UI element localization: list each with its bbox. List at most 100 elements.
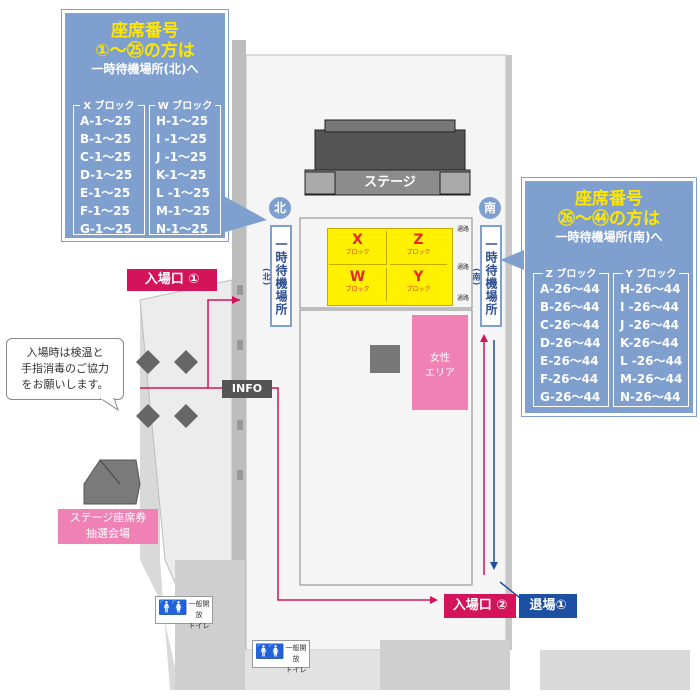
- toilet-2-line2: トイレ: [285, 666, 307, 674]
- notice-bubble-tail: [100, 398, 119, 412]
- lottery-tent: [83, 459, 141, 505]
- south-circle: 南: [479, 197, 501, 219]
- notice-bubble: 入場時は検温と 手指消毒のご協力 をお願いします。: [6, 338, 124, 400]
- seat-row: L -1〜25: [156, 186, 210, 200]
- north-waiting-label: 一時待機場所: [274, 238, 288, 316]
- toilet-2-line1: 一般開放: [285, 644, 307, 663]
- south-col-z: Z ブロック A-26〜44 B-26〜44 C-26〜44 D-26〜44 E…: [533, 269, 609, 407]
- info-booth: INFO: [222, 380, 272, 398]
- standing-outline: [299, 309, 473, 586]
- gate-shapes: [136, 350, 198, 428]
- toilet-female-icon: 🚺: [170, 600, 188, 616]
- seat-row: M-26〜44: [620, 372, 683, 386]
- south-waiting-area: 一時待機場所 (南): [472, 225, 502, 327]
- north-waiting-area: 一時待機場所 (北): [262, 225, 292, 327]
- block-y-sub: ブロック: [406, 286, 431, 293]
- seat-row: I -26〜44: [620, 300, 680, 314]
- block-z: Z ブロック: [390, 231, 447, 265]
- women-area: 女性 エリア: [412, 315, 468, 410]
- south-col-y-head: Y ブロック: [622, 269, 680, 280]
- seat-row: C-1〜25: [80, 150, 132, 164]
- seat-row: A-26〜44: [540, 282, 600, 296]
- block-y-letter: Y: [413, 269, 424, 285]
- notice-line3: をお願いします。: [21, 378, 109, 391]
- block-w-sub: ブロック: [345, 286, 370, 293]
- seat-row: K-1〜25: [156, 168, 207, 182]
- seat-row: M-1〜25: [156, 204, 210, 218]
- block-x: X ブロック: [329, 231, 387, 265]
- seat-row: B-1〜25: [80, 132, 132, 146]
- north-col-w: W ブロック H-1〜25 I -1〜25 J -1〜25 K-1〜25 L -…: [149, 101, 221, 236]
- block-w-letter: W: [349, 269, 366, 285]
- south-box-pointer: [500, 250, 524, 270]
- seat-row: J -26〜44: [620, 318, 680, 332]
- toilet-female-icon: 🚺: [267, 644, 285, 660]
- toilet-1-line1: 一般開放: [188, 600, 210, 619]
- bottom-right-building: [380, 640, 510, 690]
- lottery-line1: ステージ座席券: [69, 511, 147, 524]
- north-box-range: ①〜㉕の方は: [95, 41, 195, 61]
- seat-row: A-1〜25: [80, 114, 132, 128]
- lottery-line2: 抽選会場: [86, 527, 130, 540]
- north-circle: 北: [269, 197, 291, 219]
- north-seat-info-box: 座席番号 ①〜㉕の方は 一時待機場所(北)へ X ブロック A-1〜25 B-1…: [62, 10, 228, 241]
- stage-truss: [314, 129, 466, 171]
- seat-row: H-26〜44: [620, 282, 681, 296]
- seating-outline: [299, 217, 473, 309]
- north-col-x: X ブロック A-1〜25 B-1〜25 C-1〜25 D-1〜25 E-1〜2…: [73, 101, 145, 236]
- seat-row: J -1〜25: [156, 150, 207, 164]
- block-z-sub: ブロック: [406, 249, 431, 256]
- bottom-building: [175, 560, 245, 690]
- seat-row: H-1〜25: [156, 114, 209, 128]
- stage-label: ステージ: [364, 175, 416, 190]
- toilet-male-icon: 🚹: [158, 600, 176, 616]
- block-x-sub: ブロック: [345, 249, 370, 256]
- south-col-y: Y ブロック H-26〜44 I -26〜44 J -26〜44 K-26〜44…: [613, 269, 689, 407]
- south-col-z-head: Z ブロック: [542, 269, 600, 280]
- block-w: W ブロック: [329, 268, 387, 301]
- notice-line1: 入場時は検温と: [26, 346, 104, 359]
- south-waiting-label: 一時待機場所: [484, 238, 498, 316]
- seat-row: B-26〜44: [540, 300, 600, 314]
- passage-mark: 通路: [457, 264, 470, 271]
- south-box-title: 座席番号: [575, 189, 643, 209]
- seat-row: L -26〜44: [620, 354, 683, 368]
- south-seat-info-box: 座席番号 ㉖〜㊹の方は 一時待機場所(南)へ Z ブロック A-26〜44 B-…: [522, 178, 696, 416]
- south-waiting-dir: (南): [472, 267, 481, 287]
- north-box-dest: 一時待機場所(北)へ: [91, 62, 199, 76]
- north-col-x-head: X ブロック: [80, 101, 138, 112]
- seat-row: G-1〜25: [80, 222, 132, 236]
- seat-row: N-1〜25: [156, 222, 209, 236]
- seat-blocks: X ブロック Z ブロック W ブロック Y ブロック: [327, 228, 453, 306]
- north-waiting-dir: (北): [262, 267, 271, 287]
- women-area-line1: 女性: [430, 353, 450, 364]
- toilet-1: 🚹 🚺 一般開放 トイレ: [155, 596, 213, 630]
- seat-row: E-26〜44: [540, 354, 599, 368]
- right-wall: [506, 55, 512, 650]
- north-col-w-head: W ブロック: [154, 101, 216, 112]
- north-box-title: 座席番号: [111, 21, 179, 41]
- passage-mark: 通路: [457, 226, 470, 233]
- seat-row: C-26〜44: [540, 318, 600, 332]
- entrance-1: 入場口 ①: [127, 269, 217, 291]
- lottery-venue: ステージ座席券 抽選会場: [58, 509, 158, 544]
- passage-mark: 通路: [457, 295, 470, 302]
- block-z-letter: Z: [413, 232, 424, 248]
- exit-1: 退場①: [519, 594, 577, 618]
- entrance-2: 入場口 ②: [444, 594, 516, 618]
- seat-row: K-26〜44: [620, 336, 679, 350]
- seat-row: G-26〜44: [540, 390, 601, 404]
- women-area-line2: エリア: [425, 368, 455, 379]
- building-wall-gray: [140, 300, 690, 690]
- south-box-dest: 一時待機場所(南)へ: [555, 230, 663, 244]
- seat-row: I -1〜25: [156, 132, 207, 146]
- seat-row: F-26〜44: [540, 372, 599, 386]
- block-y: Y ブロック: [390, 268, 447, 301]
- seat-row: D-1〜25: [80, 168, 133, 182]
- toilet-2: 🚹 🚺 一般開放 トイレ: [252, 640, 310, 674]
- north-box-pointer: [222, 195, 267, 233]
- south-box-range: ㉖〜㊹の方は: [558, 209, 660, 229]
- left-wall-strip: [232, 40, 246, 680]
- seat-row: E-1〜25: [80, 186, 131, 200]
- seat-row: N-26〜44: [620, 390, 681, 404]
